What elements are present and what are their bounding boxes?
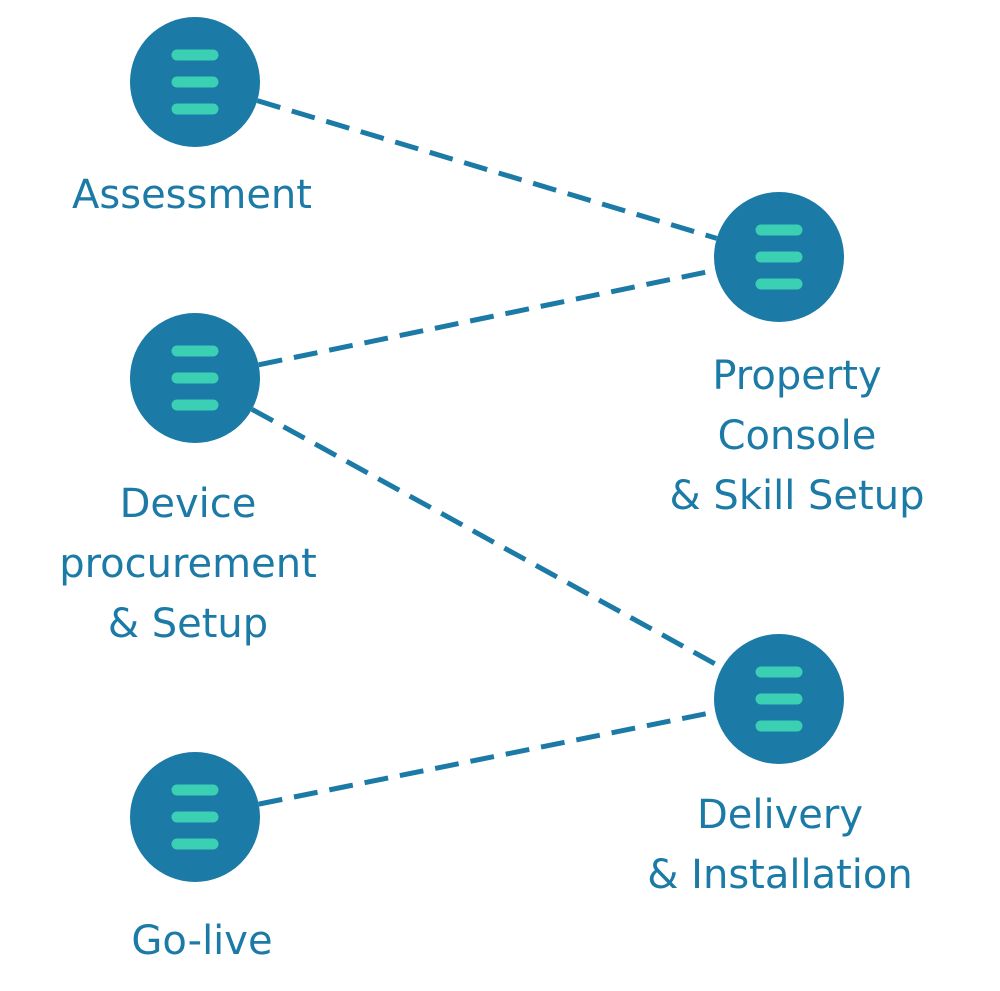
step-label-assessment: Assessment xyxy=(72,165,312,225)
step-label-line: & Installation xyxy=(647,852,913,898)
step-node-delivery xyxy=(714,634,844,764)
step-node-device-procurement xyxy=(130,313,260,443)
menu-icon xyxy=(755,224,803,290)
menu-icon xyxy=(171,49,219,115)
step-label-line: & Skill Setup xyxy=(669,473,925,519)
connector-device-procurement-to-property-console xyxy=(258,267,716,368)
step-label-device-procurement: Device procurement & Setup xyxy=(59,474,317,654)
step-node-assessment xyxy=(130,17,260,147)
step-label-line: Assessment xyxy=(72,172,312,218)
connector-go-live-to-delivery xyxy=(258,709,716,807)
step-label-line: Console xyxy=(717,413,877,459)
connector-assessment-to-property-console xyxy=(256,98,718,241)
step-label-line: Device xyxy=(119,481,257,527)
menu-icon xyxy=(755,666,803,732)
menu-icon xyxy=(171,345,219,411)
connector-device-procurement-to-delivery xyxy=(250,407,724,670)
step-label-line: Property xyxy=(712,353,882,399)
step-node-property-console xyxy=(714,192,844,322)
step-label-line: Go-live xyxy=(131,918,273,964)
step-label-property-console: Property Console & Skill Setup xyxy=(670,346,925,526)
step-label-go-live: Go-live xyxy=(131,911,272,971)
step-label-line: procurement xyxy=(59,541,317,587)
menu-icon xyxy=(171,784,219,850)
step-label-line: & Setup xyxy=(107,601,269,647)
step-label-line: Delivery xyxy=(696,792,864,838)
step-label-delivery: Delivery & Installation xyxy=(647,785,912,905)
step-node-go-live xyxy=(130,752,260,882)
